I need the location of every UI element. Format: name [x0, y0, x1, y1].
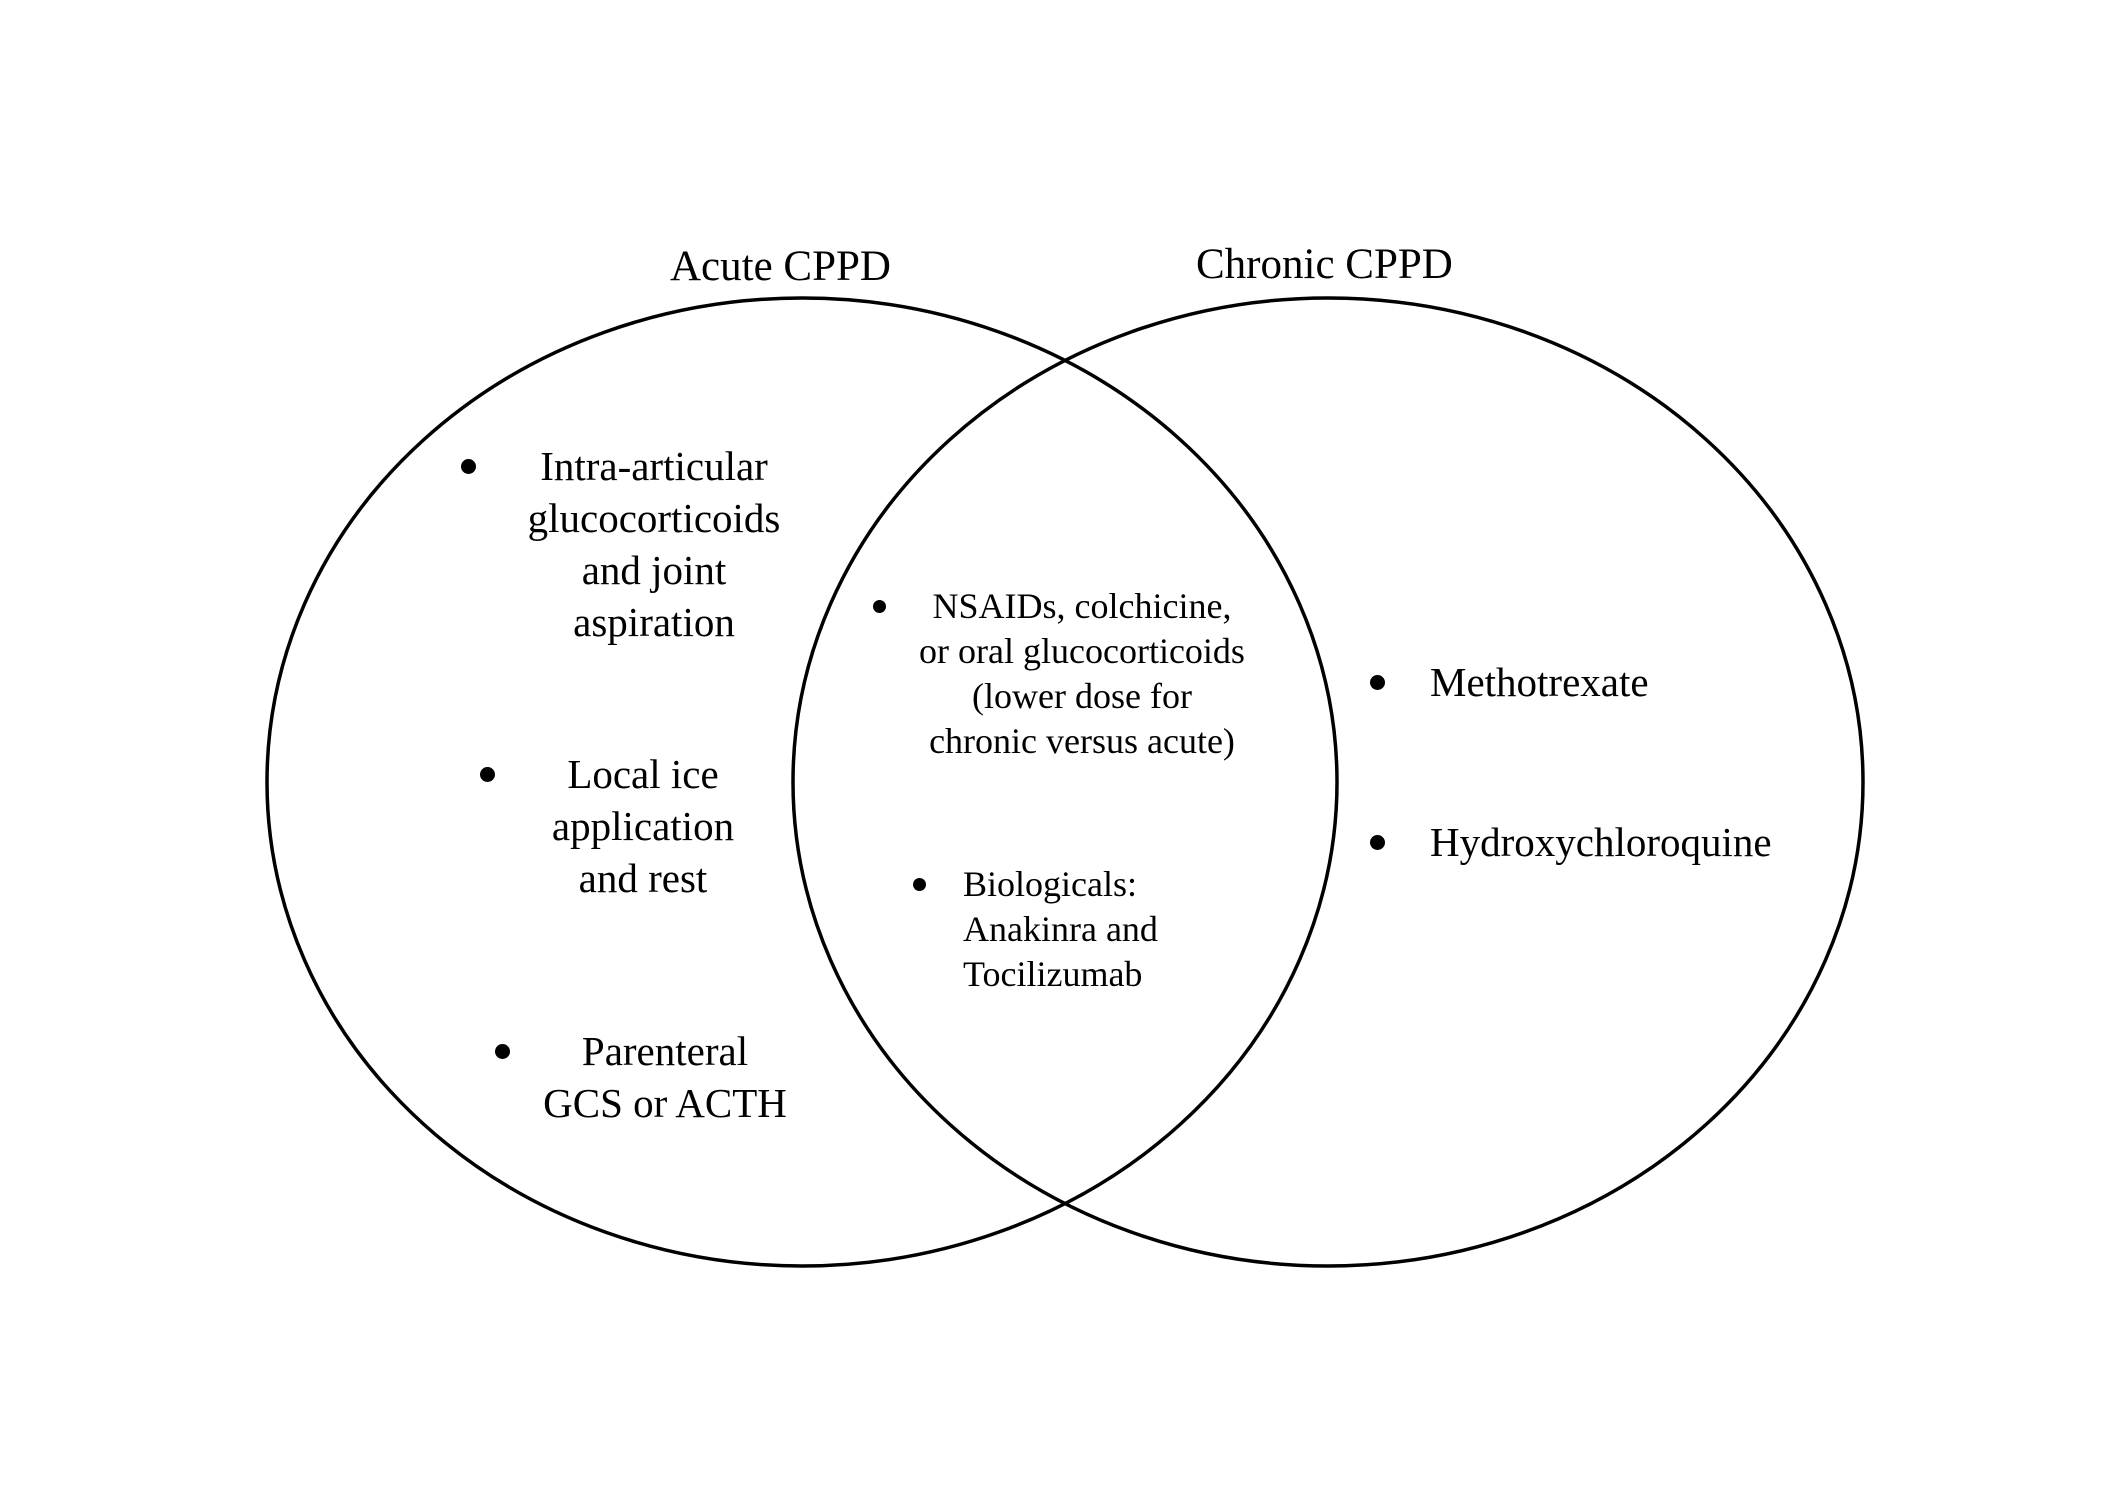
bullet-icon: [913, 878, 926, 891]
chronic-item-text: Methotrexate: [1430, 659, 1649, 705]
both-item-nsaids: NSAIDs, colchicine, or oral glucocortico…: [873, 584, 1272, 764]
both-item-biologicals: Biologicals: Anakinra and Tocilizumab: [913, 862, 1223, 997]
chronic-item-hydroxychloroquine: Hydroxychloroquine: [1370, 816, 1772, 868]
acute-item-parenteral: Parenteral GCS or ACTH: [495, 1025, 800, 1129]
chronic-cppd-title: Chronic CPPD: [1196, 241, 1453, 288]
both-item-text: NSAIDs, colchicine, or oral glucocortico…: [919, 586, 1245, 761]
acute-item-local-ice: Local ice application and rest: [480, 748, 763, 904]
acute-item-text: Intra-articular glucocorticoids and join…: [527, 443, 781, 645]
bullet-icon: [461, 459, 476, 474]
bullet-icon: [873, 600, 886, 613]
bullet-icon: [495, 1044, 510, 1059]
acute-cppd-circle: [265, 296, 1339, 1268]
chronic-cppd-circle: [791, 296, 1865, 1268]
chronic-item-text: Hydroxychloroquine: [1430, 819, 1772, 865]
acute-cppd-title: Acute CPPD: [670, 243, 891, 290]
bullet-icon: [1370, 835, 1385, 850]
acute-item-text: Local ice application and rest: [551, 751, 735, 901]
both-item-text: Biologicals: Anakinra and Tocilizumab: [963, 864, 1158, 994]
acute-item-text: Parenteral GCS or ACTH: [543, 1028, 787, 1126]
chronic-item-methotrexate: Methotrexate: [1370, 656, 1649, 708]
bullet-icon: [480, 767, 495, 782]
acute-item-intra-articular: Intra-articular glucocorticoids and join…: [461, 440, 804, 648]
bullet-icon: [1370, 675, 1385, 690]
